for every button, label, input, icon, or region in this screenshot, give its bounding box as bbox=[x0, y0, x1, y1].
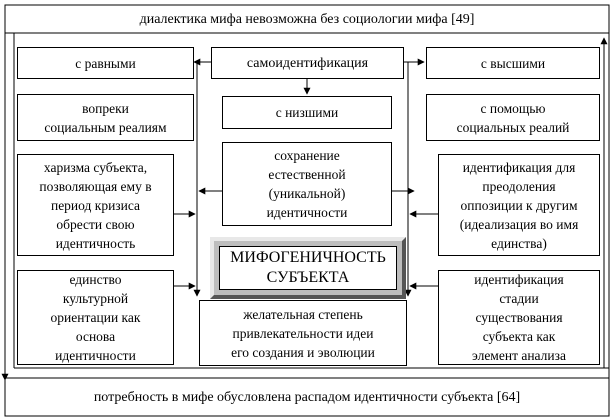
box-via-social-realities: с помощью социальных реалий bbox=[426, 94, 600, 141]
mythogenicity-label: МИФОГЕНИЧНОСТЬ СУБЪЕКТА bbox=[219, 246, 397, 290]
box-identification-opposition: идентификация для преодоления оппозиции … bbox=[438, 154, 600, 256]
box-with-lower: с низшими bbox=[222, 96, 392, 129]
bottom-banner: потребность в мифе обусловлена распадом … bbox=[93, 389, 521, 405]
box-with-equals: с равными bbox=[17, 47, 194, 79]
box-desired-attractiveness: желательная степень привлекательности ид… bbox=[199, 300, 407, 366]
box-against-social-realities: вопреки социальным реалиям bbox=[17, 94, 194, 141]
mythogenicity-box: МИФОГЕНИЧНОСТЬ СУБЪЕКТА bbox=[210, 237, 406, 299]
box-stage-identification: идентификация стадии существования субъе… bbox=[438, 270, 600, 365]
box-cultural-unity: единство культурной ориентации как основ… bbox=[17, 270, 174, 365]
box-charisma: харизма субъекта, позволяющая ему в пери… bbox=[17, 154, 174, 256]
top-banner: диалектика мифа невозможна без социологи… bbox=[139, 11, 475, 27]
box-preservation-identity: сохранение естественной (уникальной) иде… bbox=[222, 142, 392, 226]
box-with-higher: с высшими bbox=[426, 47, 600, 79]
box-self-identification: самоидентификация bbox=[211, 47, 404, 79]
